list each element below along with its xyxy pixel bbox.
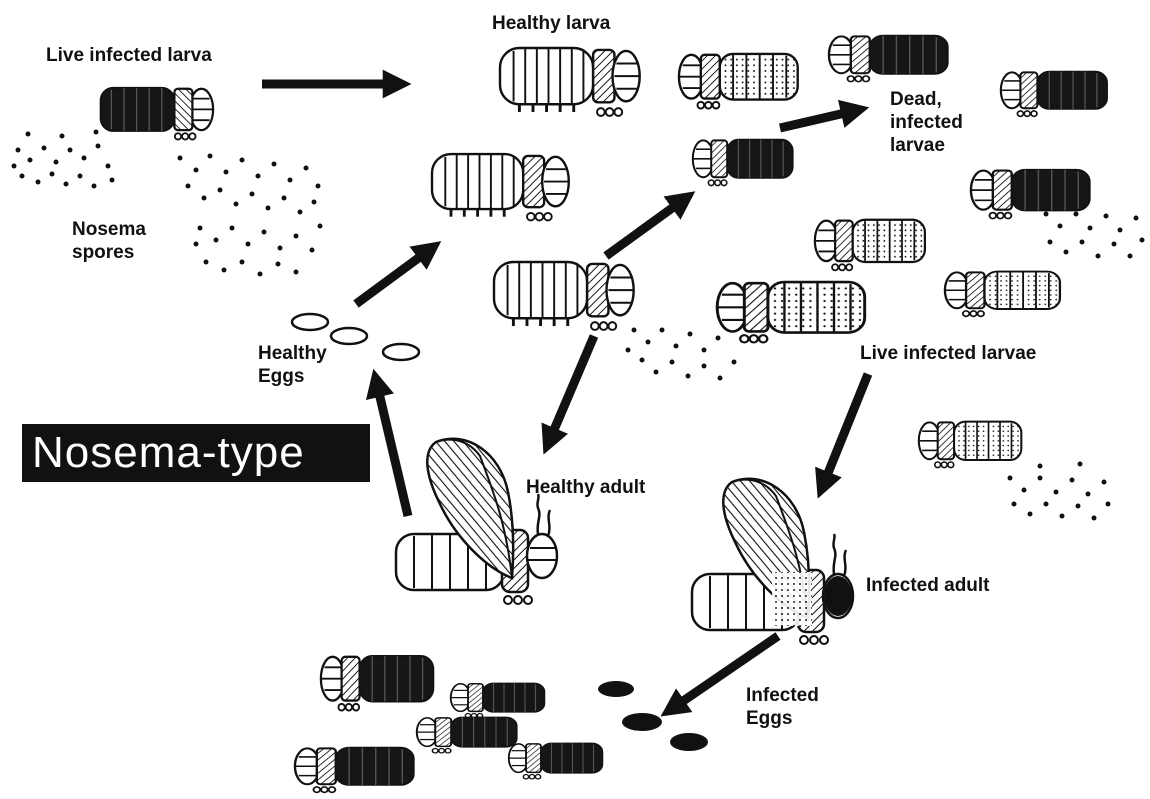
label-infected-eggs: Infected Eggs [746, 684, 819, 730]
label-healthy-eggs: Healthy Eggs [258, 342, 327, 388]
label-healthy-adult: Healthy adult [526, 476, 645, 499]
spore-cluster-right-top [1044, 212, 1145, 259]
dead-larva-2 [1001, 72, 1107, 117]
arrow-eggs-to-larva [356, 248, 432, 304]
dead-larva-bottom-1 [321, 656, 434, 711]
label-eggs-line1: Healthy [258, 342, 327, 365]
label-nosema-spores: Nosema spores [72, 218, 146, 264]
live-infected-larva [101, 88, 214, 140]
label-spores-line1: Nosema [72, 218, 146, 241]
dead-larva-1 [829, 36, 948, 82]
infected-adult-dark-head [824, 576, 852, 616]
infected-larva-dotted [717, 282, 865, 342]
label-dead-infected-larvae: Dead, infected larvae [890, 88, 963, 157]
infected-larva-right [945, 272, 1060, 317]
infected-larva-center [815, 220, 925, 271]
arrow-adult-to-eggs [376, 380, 408, 516]
arrow-larvae-to-infected-adult [822, 374, 868, 488]
infected-larva-top-center [679, 54, 798, 109]
dead-larva-bottom-2 [451, 683, 545, 718]
spore-cluster-right-bottom [1008, 462, 1111, 521]
healthy-larva-center [494, 262, 634, 330]
label-infected-adult: Infected adult [866, 574, 990, 597]
label-dead-line1: Dead, [890, 88, 963, 111]
spore-cluster-left-center [178, 154, 323, 277]
spore-cluster-topleft [12, 130, 115, 189]
label-live-infected-larvae: Live infected larvae [860, 342, 1036, 365]
dead-larva-bottom-5 [295, 748, 414, 793]
label-infected-eggs-line1: Infected [746, 684, 819, 707]
label-spores-line2: spores [72, 241, 146, 264]
infected-larva-right-lower [919, 422, 1022, 468]
healthy-adult-moth [396, 439, 557, 604]
dead-larva-bottom-4 [509, 743, 603, 779]
arrow-infected-to-dead [780, 110, 858, 128]
label-infected-eggs-line2: Eggs [746, 707, 819, 730]
dead-larva-4 [971, 170, 1090, 219]
label-eggs-line2: Eggs [258, 365, 327, 388]
spore-cluster-center [626, 328, 737, 381]
dead-larva-bottom-3 [417, 717, 517, 753]
dead-larva-3 [693, 140, 793, 186]
infected-adult-dotted-thorax [772, 572, 812, 626]
arrow-larva-to-infected [606, 198, 686, 256]
healthy-larva-middle [432, 154, 569, 221]
label-dead-line3: larvae [890, 134, 963, 157]
label-dead-line2: infected [890, 111, 963, 134]
label-live-infected-larva: Live infected larva [46, 44, 212, 67]
nosema-type-banner: Nosema-type [22, 424, 370, 482]
label-healthy-larva: Healthy larva [492, 12, 610, 35]
arrow-larva-to-healthy-adult [548, 336, 594, 444]
healthy-larva-top [500, 48, 640, 116]
adults [396, 439, 853, 644]
